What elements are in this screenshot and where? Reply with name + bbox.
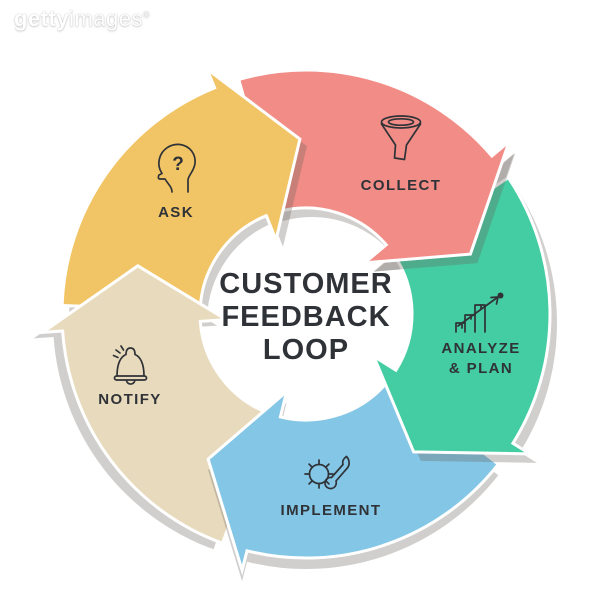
funnel-icon bbox=[380, 115, 422, 161]
registered-trademark-icon: ® bbox=[142, 9, 151, 20]
trend-dot bbox=[497, 292, 504, 299]
collect-arrowhead bbox=[367, 143, 510, 265]
ask-arrow bbox=[60, 64, 302, 312]
title-line-2: FEEDBACK bbox=[221, 301, 390, 333]
growth-chart-icon bbox=[455, 292, 504, 333]
collect-arrowhead-overlap bbox=[367, 143, 516, 272]
segment-label-implement: IMPLEMENT bbox=[281, 502, 382, 519]
segment-label-collect: COLLECT bbox=[361, 177, 442, 194]
watermark-brand-bold: getty bbox=[14, 6, 70, 31]
title-line-3: LOOP bbox=[263, 334, 349, 366]
question-mark-glyph: ? bbox=[172, 154, 184, 175]
title-line-1: CUSTOMER bbox=[219, 268, 392, 300]
segment-label-analyze-line1: ANALYZE bbox=[441, 340, 520, 357]
bell-icon bbox=[112, 345, 148, 385]
gear-wrench-icon bbox=[304, 455, 350, 490]
watermark-brand-light: images bbox=[69, 6, 143, 31]
head-question-icon: ? bbox=[157, 143, 196, 193]
segment-label-analyze-line2: & PLAN bbox=[449, 360, 513, 377]
segment-label-ask: ASK bbox=[158, 204, 194, 221]
segment-label-notify: NOTIFY bbox=[98, 391, 161, 408]
diagram-title: CUSTOMER FEEDBACK LOOP bbox=[219, 268, 392, 366]
getty-watermark: gettyimages® bbox=[14, 6, 150, 32]
ask-arrow-segment bbox=[60, 64, 307, 318]
